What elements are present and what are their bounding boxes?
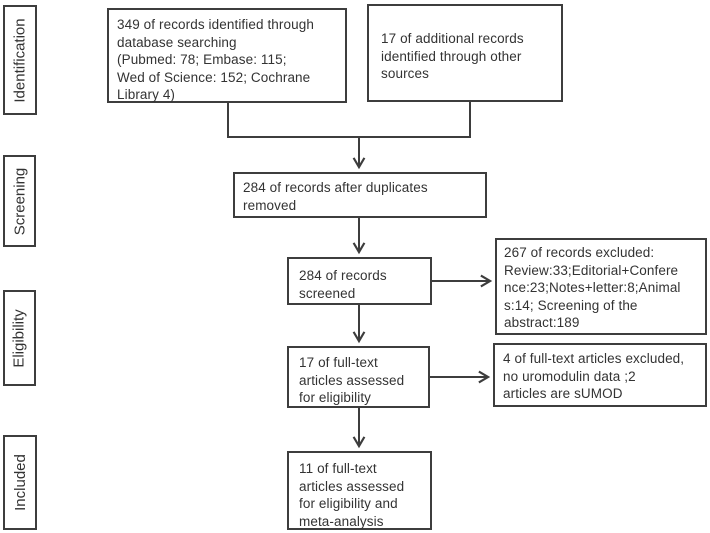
stage-label-text: Included (11, 454, 29, 511)
node-records-excluded: 267 of records excluded: Review:33;Edito… (495, 238, 707, 335)
stage-label-included: Included (3, 435, 37, 530)
node-fulltext-assessed: 17 of full-text articles assessed for el… (287, 346, 430, 408)
node-fulltext-excluded: 4 of full-text articles excluded, no uro… (493, 343, 707, 407)
stage-label-identification: Identification (3, 5, 37, 115)
stage-label-text: Screening (11, 167, 29, 235)
node-records-after-duplicates: 284 of records after duplicates removed (233, 172, 487, 218)
node-records-other-sources: 17 of additional records identified thro… (367, 4, 563, 102)
stage-label-screening: Screening (3, 155, 36, 247)
stage-label-text: Eligibility (11, 308, 29, 368)
node-studies-included: 11 of full-text articles assessed for el… (287, 451, 432, 530)
node-records-database-search: 349 of records identified through databa… (107, 8, 347, 103)
node-records-screened: 284 of records screened (287, 257, 432, 305)
stage-label-eligibility: Eligibility (3, 290, 36, 386)
stage-label-text: Identification (11, 17, 29, 103)
